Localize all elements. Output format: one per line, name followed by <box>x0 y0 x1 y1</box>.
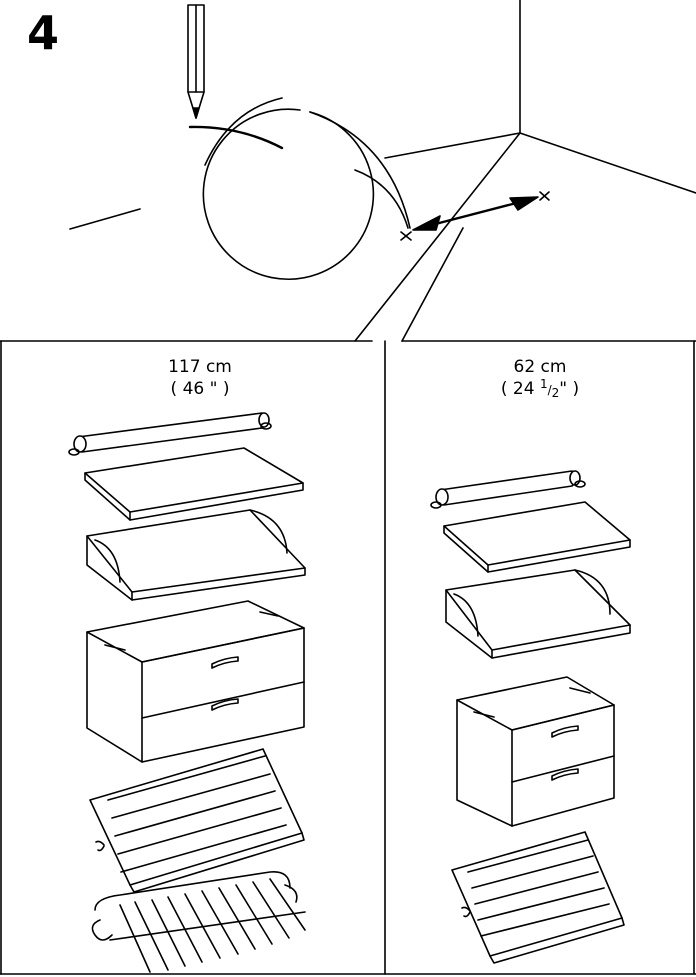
top-shelf-narrow <box>444 502 630 572</box>
tray-wide <box>87 510 305 600</box>
double-arrow-icon <box>413 197 538 230</box>
left-panel-parts <box>69 413 305 972</box>
trouser-hanger <box>92 872 305 972</box>
wall-corner-lines <box>70 0 696 341</box>
tray-narrow <box>446 570 630 658</box>
magnifier-detail <box>188 5 410 279</box>
shoe-shelf-narrow <box>452 832 624 963</box>
callout-connector <box>402 228 463 341</box>
shoe-shelf-wide <box>90 749 304 892</box>
hanging-rail-narrow <box>431 471 585 508</box>
right-panel-parts <box>431 471 630 963</box>
top-shelf-wide <box>85 448 303 520</box>
drawer-unit-wide <box>87 601 304 762</box>
pencil-icon <box>188 5 204 118</box>
drawer-unit-narrow <box>457 677 614 826</box>
